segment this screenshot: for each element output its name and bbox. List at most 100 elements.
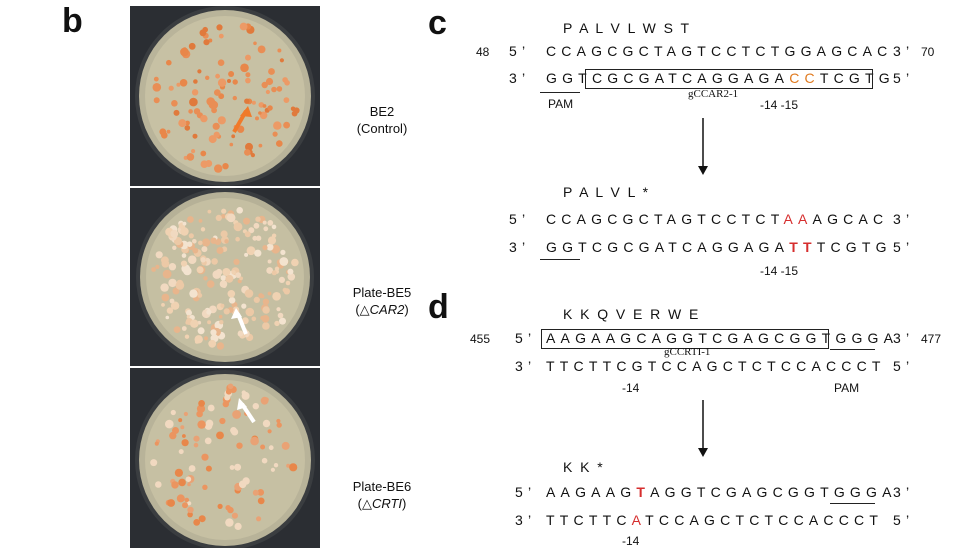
colony-dot: [187, 501, 192, 506]
colony-dot: [217, 503, 223, 509]
colony-dot: [205, 75, 210, 81]
colony-dot: [213, 131, 220, 138]
colony-dot: [176, 494, 185, 503]
colony-dot: [220, 303, 225, 308]
colony-dot: [216, 342, 225, 350]
colony-dot: [241, 317, 249, 325]
colony-dot: [223, 308, 230, 315]
colony-dot: [170, 229, 179, 238]
colony-dot: [214, 164, 223, 173]
colony-dot: [166, 59, 172, 66]
petri-dish-be2: [135, 6, 315, 186]
colony-dot: [197, 69, 202, 74]
colony-dot: [273, 121, 282, 130]
colony-dot: [263, 226, 269, 232]
colony-dot: [190, 319, 199, 328]
colony-dot: [161, 256, 169, 265]
colony-dot: [270, 467, 275, 472]
colony-dot: [289, 463, 298, 472]
colony-dot: [231, 134, 236, 139]
colony-dot: [268, 68, 275, 75]
colony-dot: [176, 82, 181, 87]
colony-dot: [235, 272, 242, 278]
colony-dot: [245, 142, 253, 151]
colony-dot: [184, 334, 190, 339]
colony-dot: [272, 292, 281, 301]
colony-dot: [254, 249, 262, 257]
colony-dot: [227, 383, 234, 390]
guide-box-c: [585, 69, 873, 89]
colony-dot: [276, 140, 283, 147]
colony-dot: [215, 268, 223, 276]
colony-dot: [244, 252, 249, 257]
colony-dot: [185, 476, 192, 482]
prime3-label: 3’: [509, 70, 531, 86]
colony-dot: [193, 79, 198, 84]
colony-dot: [180, 260, 188, 267]
colony-dot: [207, 320, 212, 325]
colony-dot: [206, 309, 212, 315]
colony-dot: [216, 247, 224, 254]
colony-dot: [207, 404, 215, 412]
colony-dot: [281, 441, 290, 450]
colony-dot: [233, 222, 243, 232]
colony-dot: [178, 119, 187, 128]
colony-dot: [188, 109, 193, 114]
colony-dot: [276, 418, 281, 424]
aa-sequence-top-d: K K Q V E R W E: [563, 306, 699, 322]
colony-dot: [168, 85, 174, 91]
colony-dot: [252, 235, 258, 241]
aa-sequence-edited-c: P A L V L *: [563, 184, 649, 200]
colony-dot: [198, 219, 203, 223]
colony-dot: [218, 33, 224, 39]
colony-dot: [222, 268, 231, 276]
colony-dot: [203, 276, 208, 281]
colony-dot: [293, 107, 300, 114]
aa-sequence-top-c: P A L V L W S T: [563, 20, 690, 36]
colony-dot: [255, 216, 261, 222]
colony-dot: [189, 289, 198, 298]
colony-dot: [238, 480, 247, 489]
colony-dot: [178, 478, 186, 487]
colony-dot: [267, 236, 277, 245]
prime3-label: 3’: [515, 358, 537, 374]
colony-dot: [155, 481, 162, 488]
colony-dot: [246, 246, 256, 256]
colony-dot: [204, 437, 212, 445]
colony-dot: [203, 336, 209, 341]
prime3-label: 3’: [515, 512, 537, 528]
colony-dot: [187, 482, 191, 487]
colony-dot: [234, 522, 242, 530]
colony-dot: [169, 298, 175, 304]
colony-dot: [219, 280, 228, 288]
colony-dot: [205, 465, 212, 472]
colony-dot: [192, 239, 197, 244]
colony-dot: [260, 396, 269, 405]
colony-dot: [161, 132, 168, 139]
colony-dot: [217, 116, 226, 125]
colony-dot: [229, 465, 235, 470]
colony-dot: [197, 420, 206, 429]
colony-dot: [200, 150, 207, 157]
colony-dot: [257, 497, 265, 505]
colony-dot: [155, 251, 163, 259]
colony-dot: [188, 233, 194, 239]
colony-dot: [220, 275, 227, 281]
colony-dot: [255, 116, 259, 121]
colony-dot: [262, 298, 270, 305]
panel-letter-d: d: [428, 288, 449, 326]
colony-dot: [165, 315, 170, 320]
top-strand-d: AAGAAGCAGGTCGAGCGGTGGGA: [546, 330, 899, 346]
colony-dot: [261, 457, 268, 464]
colony-dot: [245, 72, 251, 78]
colony-dot: [170, 301, 180, 310]
colony-dot: [166, 129, 171, 134]
colony-dot: [200, 114, 208, 123]
colony-dot: [205, 419, 214, 428]
colony-dot: [257, 45, 266, 54]
colony-dot: [182, 221, 187, 226]
edited-top-strand-d: AAGAAGTAGGTCGAGCGGTGGGA: [546, 484, 897, 500]
colony-dot: [277, 312, 284, 319]
colony-dot: [260, 444, 266, 450]
colony-dot: [241, 391, 250, 400]
